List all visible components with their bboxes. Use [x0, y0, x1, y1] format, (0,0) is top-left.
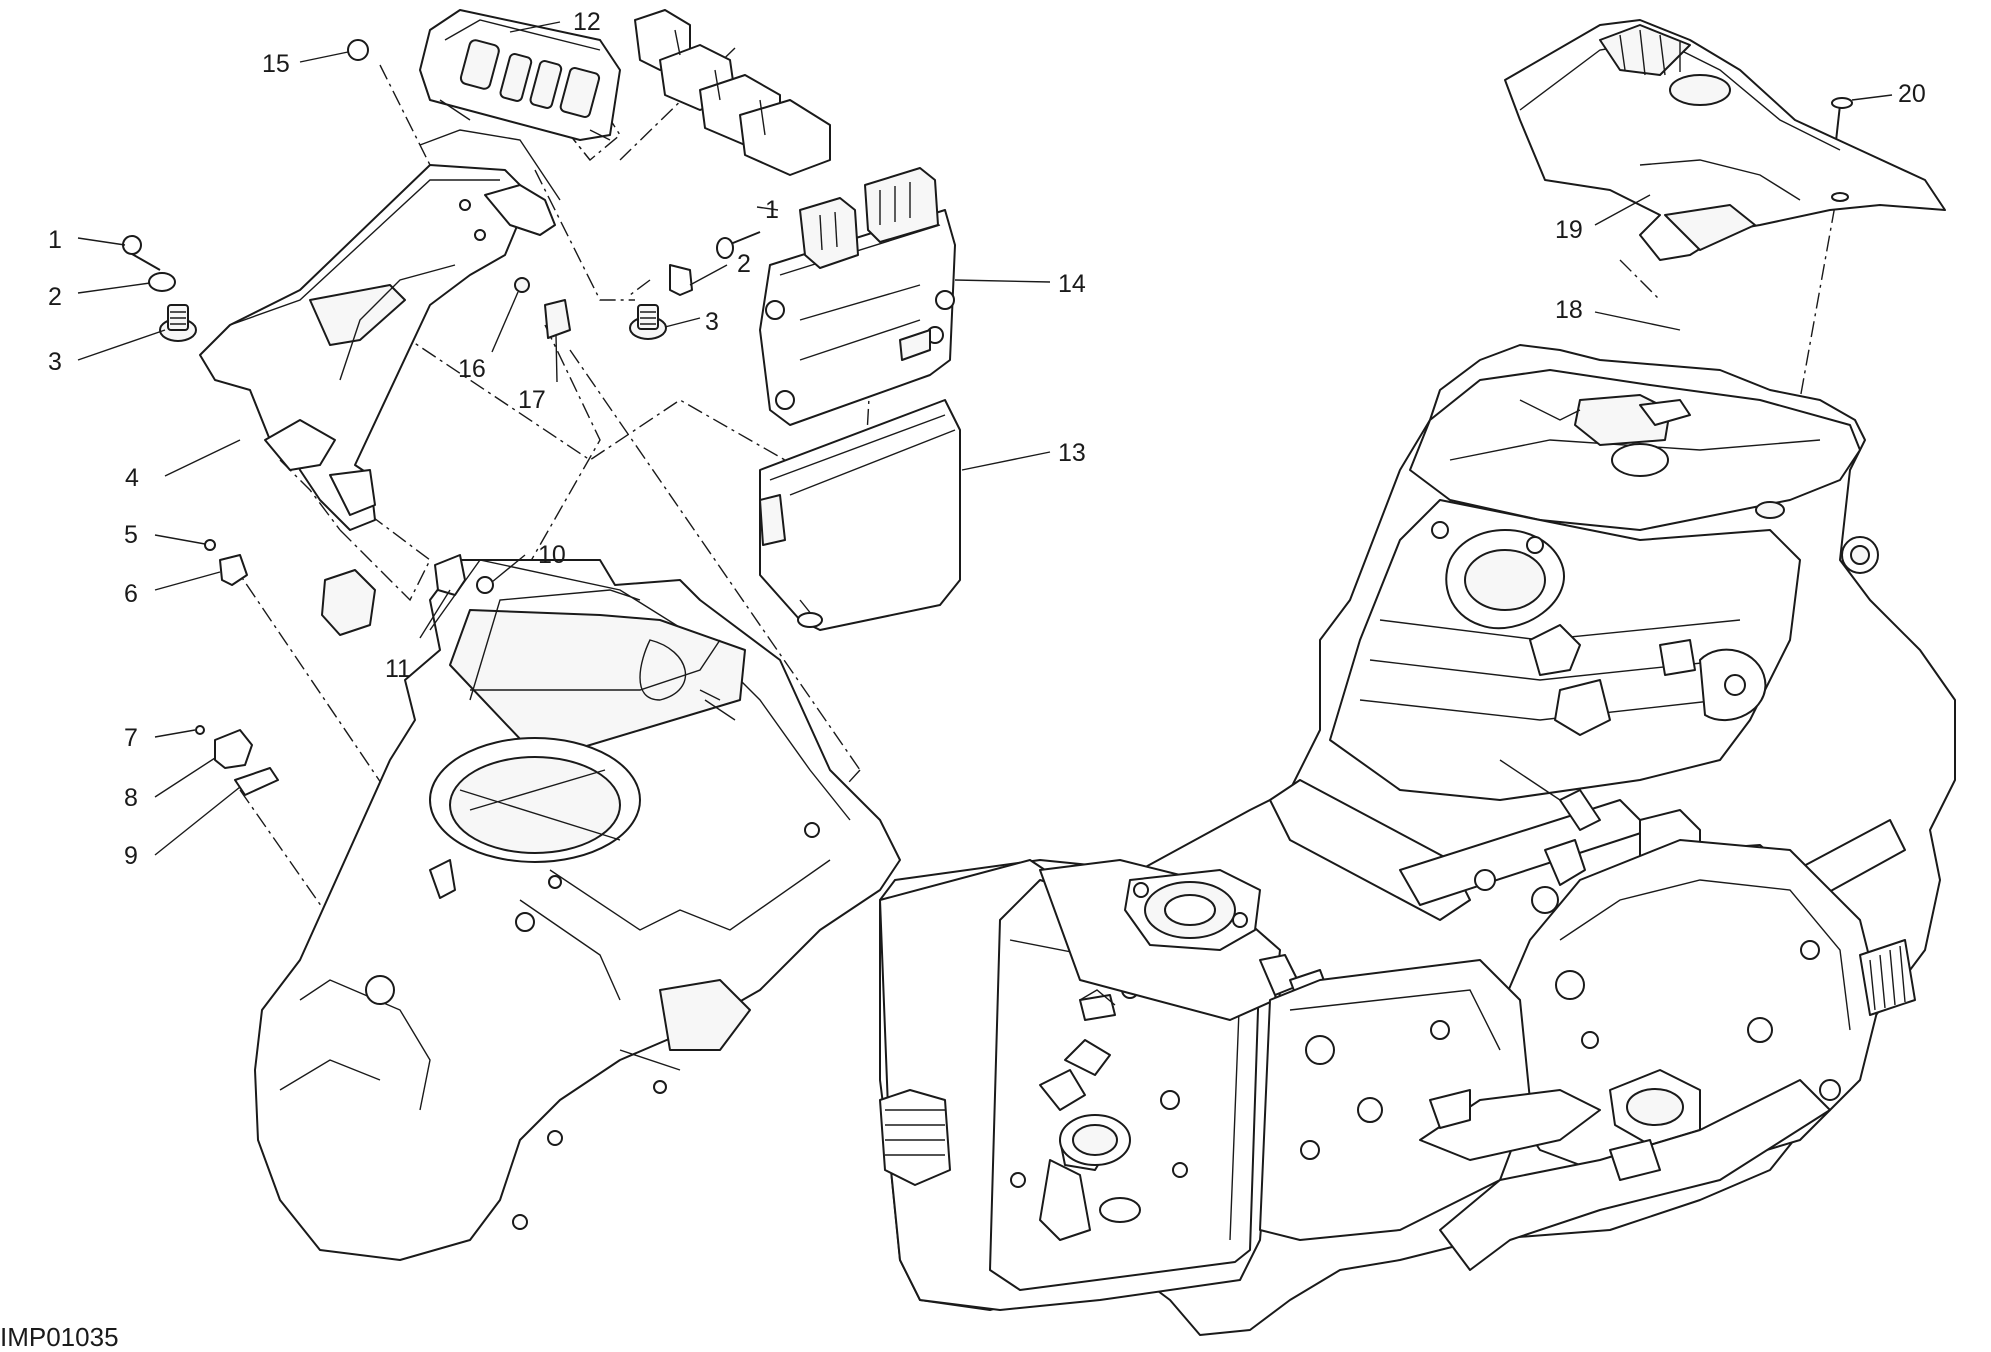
- screw-10: [476, 576, 494, 594]
- leader-lines: [77, 21, 1893, 856]
- callout-12: 12: [573, 8, 601, 36]
- spacer-2b: [669, 264, 693, 296]
- callout-17: 17: [518, 386, 546, 414]
- callout-1-left: 1: [48, 226, 62, 254]
- ecu-housing: [759, 399, 961, 631]
- engine-assembly: [879, 344, 1956, 1336]
- callout-2-center: 2: [737, 250, 751, 278]
- relay-holder: [419, 9, 621, 141]
- callout-18: 18: [1555, 296, 1583, 324]
- callout-8: 8: [124, 784, 138, 812]
- bracket-11: [434, 554, 466, 596]
- screw-7: [195, 725, 205, 735]
- grommet-17: [544, 299, 571, 339]
- callout-labels: 1 2 3 4 5 6 7 8 9 10 11 12 13 14 15 16 1…: [0, 8, 1926, 1352]
- callout-14: 14: [1058, 270, 1086, 298]
- callout-3-center: 3: [705, 308, 719, 336]
- heat-shield-19: [1504, 19, 1946, 261]
- callout-13: 13: [1058, 439, 1086, 467]
- connector-group: [634, 9, 831, 176]
- callout-10: 10: [538, 541, 566, 569]
- grommet-3a: [159, 304, 197, 342]
- callout-1-center: 1: [765, 196, 779, 224]
- callout-9: 9: [124, 842, 138, 870]
- clip-16: [514, 277, 530, 293]
- screw-5: [204, 539, 216, 551]
- ecu-unit: [759, 167, 956, 426]
- callout-6: 6: [124, 580, 138, 608]
- screw-1a: [122, 235, 142, 255]
- callout-11: 11: [385, 655, 411, 683]
- clamp-8: [214, 729, 253, 769]
- screw-1b: [716, 237, 734, 259]
- callout-15: 15: [262, 50, 290, 78]
- callout-7: 7: [124, 724, 138, 752]
- callout-19: 19: [1555, 216, 1583, 244]
- ecu-bracket: [199, 129, 561, 531]
- sensor-connector: [321, 569, 376, 636]
- clip-6: [219, 554, 248, 586]
- bracket-9: [234, 767, 279, 796]
- callout-20: 20: [1898, 80, 1926, 108]
- airbox-cover: [254, 559, 901, 1261]
- grommet-3b: [629, 304, 667, 340]
- nut-15: [347, 39, 369, 61]
- callout-4: 4: [125, 464, 139, 492]
- washer-2a: [148, 272, 176, 292]
- callout-16: 16: [458, 355, 486, 383]
- callout-3-left: 3: [48, 348, 62, 376]
- callout-5: 5: [124, 521, 138, 549]
- callout-2-left: 2: [48, 283, 62, 311]
- screw-20: [1831, 97, 1853, 109]
- fasteners: [122, 39, 1853, 796]
- drawing-code: IMP01035: [0, 1322, 119, 1352]
